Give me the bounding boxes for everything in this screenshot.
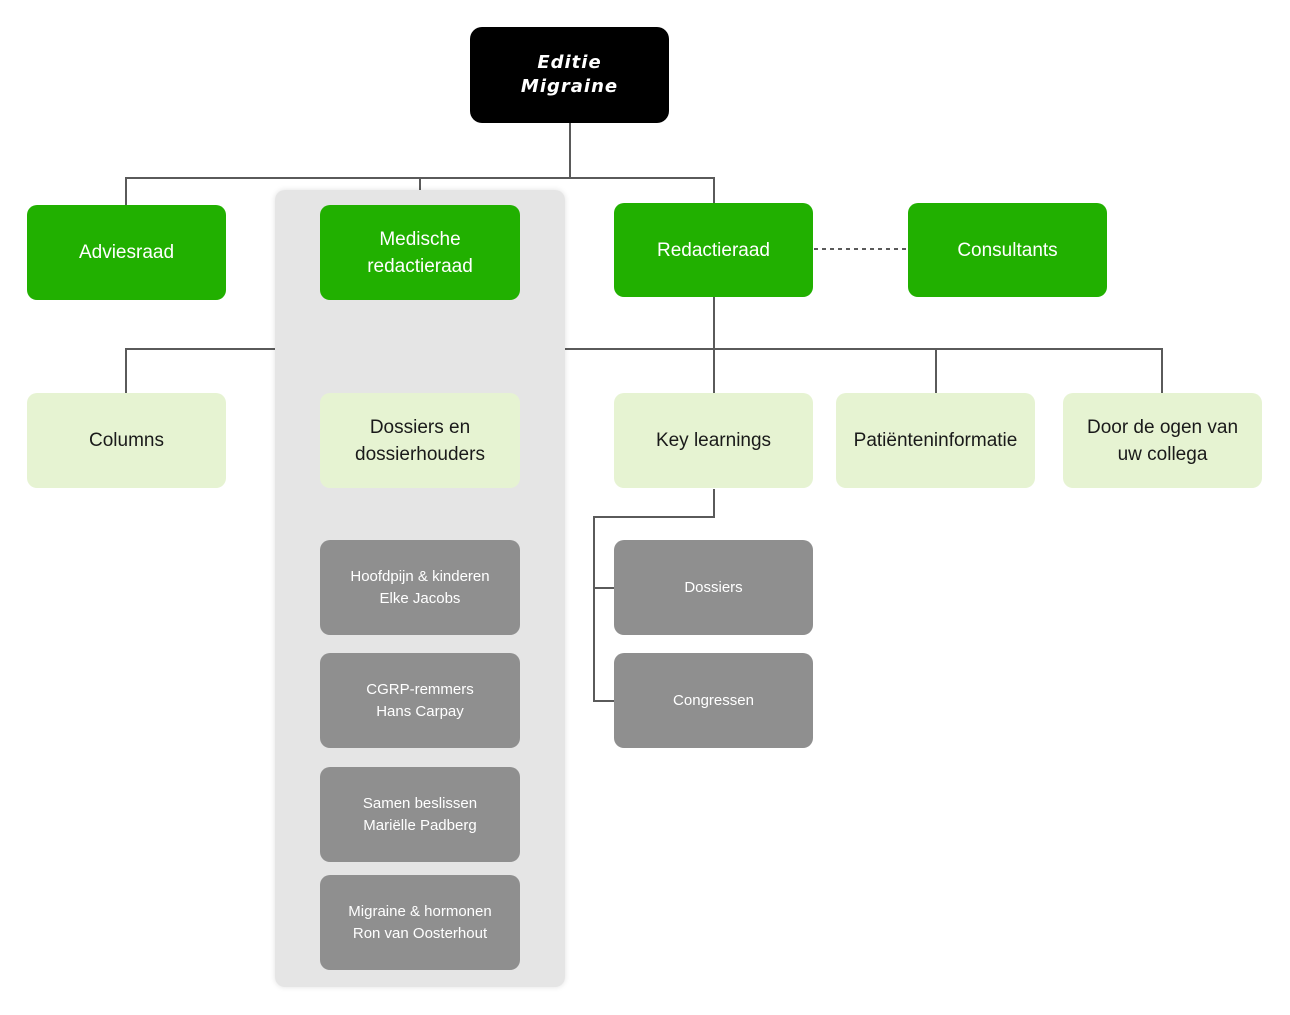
connector-key-tree — [593, 489, 715, 702]
dossier-label: Samen beslissen Mariëlle Padberg — [362, 794, 478, 834]
node-key-dossiers: Dossiers — [614, 540, 813, 635]
dossier-label: CGRP-remmers Hans Carpay — [366, 680, 474, 720]
dossiers-en-dossierhouders-label: Dossiers en dossierhouders — [355, 416, 485, 465]
node-patienteninformatie: Patiënteninformatie — [836, 393, 1035, 488]
node-dossier-cgrp-remmers: CGRP-remmers Hans Carpay — [320, 653, 520, 748]
medische-redactieraad-label: Medische redactieraad — [367, 228, 473, 277]
node-dossiers-en-dossierhouders: Dossiers en dossierhouders — [320, 393, 520, 488]
node-door-de-ogen: Door de ogen van uw collega — [1063, 393, 1262, 488]
dossier-label: Hoofdpijn & kinderen Elke Jacobs — [350, 567, 490, 607]
dossier-label: Migraine & hormonen Ron van Oosterhout — [348, 902, 492, 942]
node-medische-redactieraad: Medische redactieraad — [320, 205, 520, 300]
node-dossier-migraine-hormonen: Migraine & hormonen Ron van Oosterhout — [320, 875, 520, 970]
node-consultants: Consultants — [908, 203, 1107, 297]
node-key-learnings: Key learnings — [614, 393, 813, 488]
connector-section-bus — [125, 348, 1163, 393]
node-columns: Columns — [27, 393, 226, 488]
node-dossier-samen-beslissen: Samen beslissen Mariëlle Padberg — [320, 767, 520, 862]
root-label: Editie Migraine — [520, 52, 619, 97]
node-dossier-hoofdpijn-kinderen: Hoofdpijn & kinderen Elke Jacobs — [320, 540, 520, 635]
key-learnings-item-label: Congressen — [673, 691, 754, 709]
node-adviesraad: Adviesraad — [27, 205, 226, 300]
adviesraad-label: Adviesraad — [78, 242, 175, 263]
key-learnings-label: Key learnings — [655, 430, 772, 451]
patienteninformatie-label: Patiënteninformatie — [853, 430, 1018, 451]
node-redactieraad: Redactieraad — [614, 203, 813, 297]
root-node: Editie Migraine — [470, 27, 669, 123]
redactieraad-label: Redactieraad — [656, 239, 771, 261]
columns-label: Columns — [89, 430, 164, 451]
node-key-congressen: Congressen — [614, 653, 813, 748]
key-learnings-item-label: Dossiers — [684, 578, 743, 596]
door-de-ogen-label: Door de ogen van uw collega — [1086, 416, 1239, 465]
consultants-label: Consultants — [957, 239, 1058, 261]
